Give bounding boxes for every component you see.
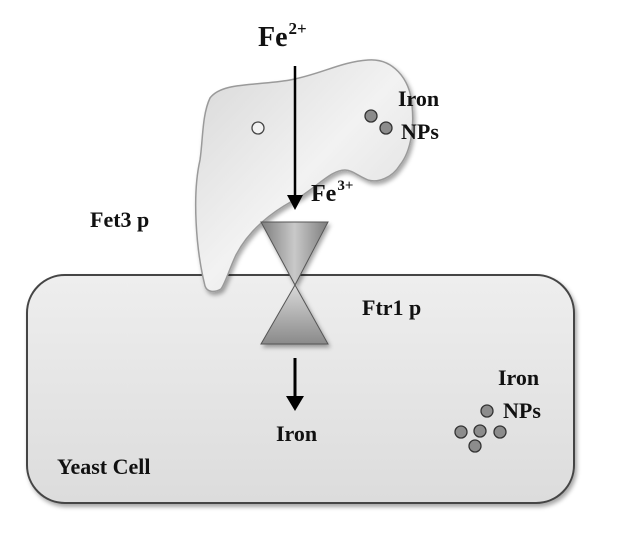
- iron-nps-cell-label-line1: Iron: [498, 365, 539, 390]
- iron-nps-top-label-line1: Iron: [398, 86, 439, 111]
- ftr1-channel: [260, 221, 329, 345]
- fe2-label: Fe2+: [258, 19, 307, 53]
- iron-nps-top-label-line2: NPs: [401, 119, 439, 144]
- iron-nps-cell-label-line2: NPs: [503, 398, 541, 423]
- yeast-cell-label: Yeast Cell: [57, 454, 150, 479]
- iron-label: Iron: [276, 421, 317, 446]
- fe-entry-arrow-head: [287, 195, 303, 210]
- iron-np-dot: [473, 424, 487, 438]
- ftr1-label: Ftr1 p: [362, 295, 421, 320]
- iron-np-dot: [454, 425, 468, 439]
- fet3-label: Fet3 p: [90, 207, 149, 232]
- fet3-protein: [194, 59, 414, 293]
- fe3-label: Fe3+: [311, 178, 353, 207]
- iron-np-dot: [468, 439, 482, 453]
- iron-np-dot: [379, 121, 393, 135]
- iron-uptake-arrow-head: [286, 396, 304, 411]
- copper-site-circle: [251, 121, 265, 135]
- iron-np-dot: [480, 404, 494, 418]
- iron-np-dot: [364, 109, 378, 123]
- iron-np-dot: [493, 425, 507, 439]
